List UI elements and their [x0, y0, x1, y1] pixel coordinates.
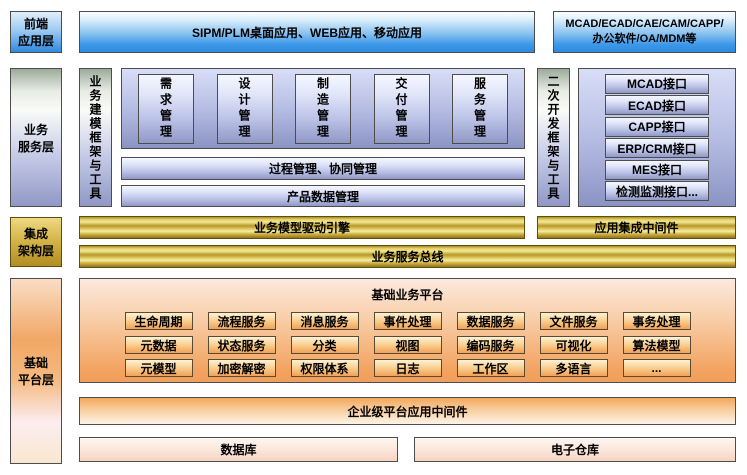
business-service-bus-bar: 业务服务总线 [79, 245, 736, 268]
external-apps-line: MCAD/ECAD/CAE/CAM/CAPP/ [565, 17, 724, 30]
business-model-engine-bar: 业务模型驱动引擎 [79, 216, 525, 239]
module-box-delivery: 交付管理 [373, 73, 430, 144]
service-box-workflow: 流程服务 [207, 312, 276, 330]
service-box-encryption: 加密解密 [207, 359, 276, 377]
frontend-apps-bar-label: SIPM/PLM桌面应用、WEB应用、移动应用 [192, 25, 422, 40]
database-label: 数据库 [220, 443, 257, 457]
frontend-apps-bar: SIPM/PLM桌面应用、WEB应用、移动应用 [79, 11, 535, 53]
service-box-metamodel: 元模型 [124, 359, 193, 377]
layer-label-business: 业务 服务层 [10, 68, 62, 207]
interface-label: MES接口 [631, 163, 682, 178]
layer-label-line: 前端 [23, 17, 48, 31]
app-integration-middleware-label: 应用集成中间件 [594, 221, 679, 235]
app-integration-middleware-bar: 应用集成中间件 [537, 216, 736, 239]
service-box-algorithm: 算法模型 [622, 336, 691, 354]
interface-box-ecad: ECAD接口 [605, 95, 709, 116]
service-box-state: 状态服务 [207, 336, 276, 354]
layer-label-line: 业务 [23, 122, 48, 137]
layer-label-line: 集成 [23, 227, 48, 241]
platform-services-row-1: 生命周期 流程服务 消息服务 事件处理 数据服务 文件服务 事务处理 [79, 312, 736, 330]
interfaces-panel: MCAD接口 ECAD接口 CAPP接口 ERP/CRM接口 MES接口 检测监… [578, 68, 736, 207]
external-apps-line: 办公软件/OA/MDM等 [592, 33, 697, 45]
service-box-visualization: 可视化 [539, 336, 608, 354]
enterprise-middleware-label: 企业级平台应用中间件 [347, 404, 468, 419]
business-modeling-framework-label: 业务建模框架与工具 [88, 74, 102, 201]
service-box-view: 视图 [373, 336, 442, 354]
business-modules-panel: 需求管理 设计管理 制造管理 交付管理 服务管理 [121, 68, 525, 149]
service-box-more: ... [622, 359, 691, 377]
layer-label-frontend: 前端 应用层 [10, 11, 62, 53]
secondary-dev-framework-bar: 二次开发框架与工具 [537, 68, 570, 207]
interface-box-mcad: MCAD接口 [605, 73, 709, 94]
layer-label-line: 平台层 [17, 373, 54, 387]
layer-label-platform: 基础 平台层 [10, 278, 62, 464]
service-box-metadata: 元数据 [124, 336, 193, 354]
layer-label-line: 基础 [23, 356, 48, 370]
service-box-event: 事件处理 [373, 312, 442, 330]
evault-label: 电子仓库 [550, 443, 599, 457]
module-label: 需求管理 [158, 76, 173, 141]
layer-label-line: 应用层 [17, 34, 54, 48]
interface-box-erp-crm: ERP/CRM接口 [605, 138, 709, 159]
external-apps-box: MCAD/ECAD/CAE/CAM/CAPP/ 办公软件/OA/MDM等 [553, 11, 736, 53]
process-management-bar: 过程管理、协同管理 [121, 157, 525, 180]
service-box-multilanguage: 多语言 [539, 359, 608, 377]
business-model-engine-label: 业务模型驱动引擎 [253, 221, 350, 235]
product-data-management-bar: 产品数据管理 [121, 185, 525, 207]
interface-box-mes: MES接口 [605, 159, 709, 180]
module-box-design: 设计管理 [216, 73, 273, 144]
interface-label: CAPP接口 [628, 120, 686, 135]
business-modeling-framework-bar: 业务建模框架与工具 [79, 68, 112, 207]
platform-services-row-3: 元模型 加密解密 权限体系 日志 工作区 多语言 ... [79, 359, 736, 377]
service-box-data: 数据服务 [456, 312, 525, 330]
service-box-coding: 编码服务 [456, 336, 525, 354]
interface-label: ECAD接口 [627, 98, 686, 113]
layer-label-line: 服务层 [17, 139, 54, 154]
product-data-management-label: 产品数据管理 [286, 189, 359, 204]
service-box-permission: 权限体系 [290, 359, 359, 377]
database-bar: 数据库 [79, 437, 398, 462]
service-box-transaction: 事务处理 [622, 312, 691, 330]
service-box-message: 消息服务 [290, 312, 359, 330]
layer-label-line: 架构层 [17, 244, 54, 258]
interface-label: 检测监测接口... [615, 184, 698, 199]
module-box-manufacturing: 制造管理 [295, 73, 351, 144]
service-box-file: 文件服务 [539, 312, 608, 330]
service-box-workspace: 工作区 [456, 359, 525, 377]
service-box-log: 日志 [373, 359, 442, 377]
base-business-platform-title: 基础业务平台 [371, 288, 444, 302]
secondary-dev-framework-label: 二次开发框架与工具 [546, 74, 560, 201]
platform-services-row-2: 元数据 状态服务 分类 视图 编码服务 可视化 算法模型 [79, 336, 736, 354]
interface-box-inspection: 检测监测接口... [605, 181, 709, 202]
interface-label: MCAD接口 [627, 77, 687, 92]
module-label: 制造管理 [315, 76, 330, 141]
module-label: 交付管理 [394, 76, 408, 141]
layer-label-integration: 集成 架构层 [10, 217, 62, 267]
interface-label: ERP/CRM接口 [617, 141, 697, 156]
module-box-requirements: 需求管理 [138, 73, 194, 144]
enterprise-middleware-bar: 企业级平台应用中间件 [79, 397, 736, 425]
business-service-bus-label: 业务服务总线 [371, 250, 444, 264]
module-label: 服务管理 [472, 76, 487, 141]
service-box-lifecycle: 生命周期 [124, 312, 193, 330]
module-box-service: 服务管理 [452, 73, 508, 144]
module-label: 设计管理 [237, 76, 251, 141]
interface-box-capp: CAPP接口 [605, 116, 709, 137]
process-management-label: 过程管理、协同管理 [268, 162, 377, 176]
service-box-classification: 分类 [290, 336, 359, 354]
evault-bar: 电子仓库 [414, 437, 736, 462]
